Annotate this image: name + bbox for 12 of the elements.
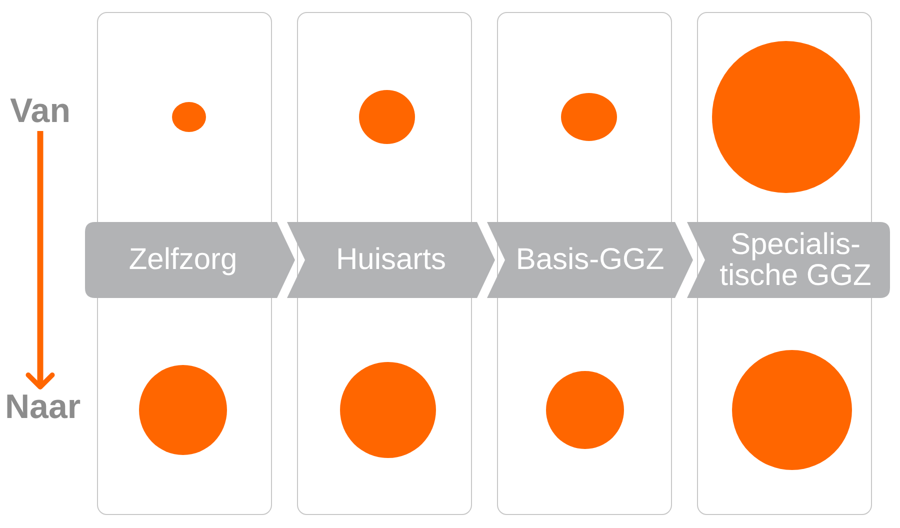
step-label: Basis-GGZ [516, 244, 664, 276]
chevron-step [687, 222, 890, 298]
chevron-step [487, 222, 693, 298]
step-label: Specialis- tische GGZ [718, 228, 872, 292]
step-label: Huisarts [336, 244, 446, 276]
arrow [26, 131, 55, 390]
direction-label: Van [10, 94, 70, 128]
chevron-step [85, 222, 295, 298]
direction-label: Naar [5, 390, 81, 424]
chevron-step [287, 222, 495, 298]
filled-circle [172, 102, 206, 132]
step-label: Zelfzorg [128, 244, 238, 276]
